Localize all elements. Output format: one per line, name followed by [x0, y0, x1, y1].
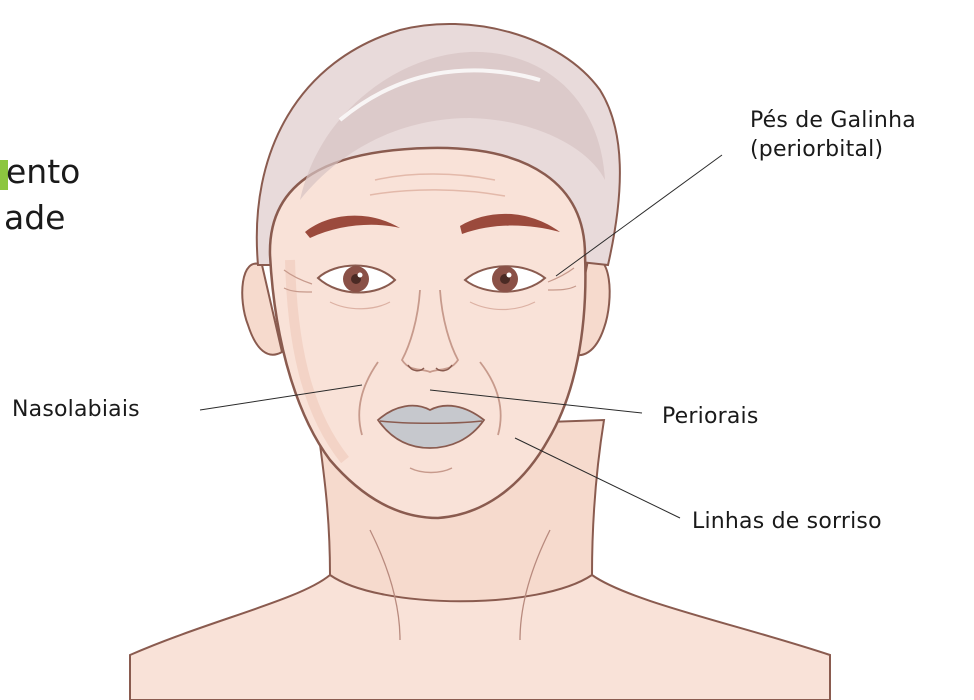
label-crows-feet-sub: (periorbital) [750, 137, 883, 162]
label-perioral: Periorais [662, 404, 759, 429]
title-fragment: ento ade [0, 140, 118, 250]
title-line-2: ade [4, 198, 65, 237]
label-smile-lines: Linhas de sorriso [692, 509, 882, 534]
label-nasolabial: Nasolabiais [12, 397, 140, 422]
title-line-1: ento [6, 152, 80, 191]
label-crows-feet: Pés de Galinha [750, 108, 916, 133]
